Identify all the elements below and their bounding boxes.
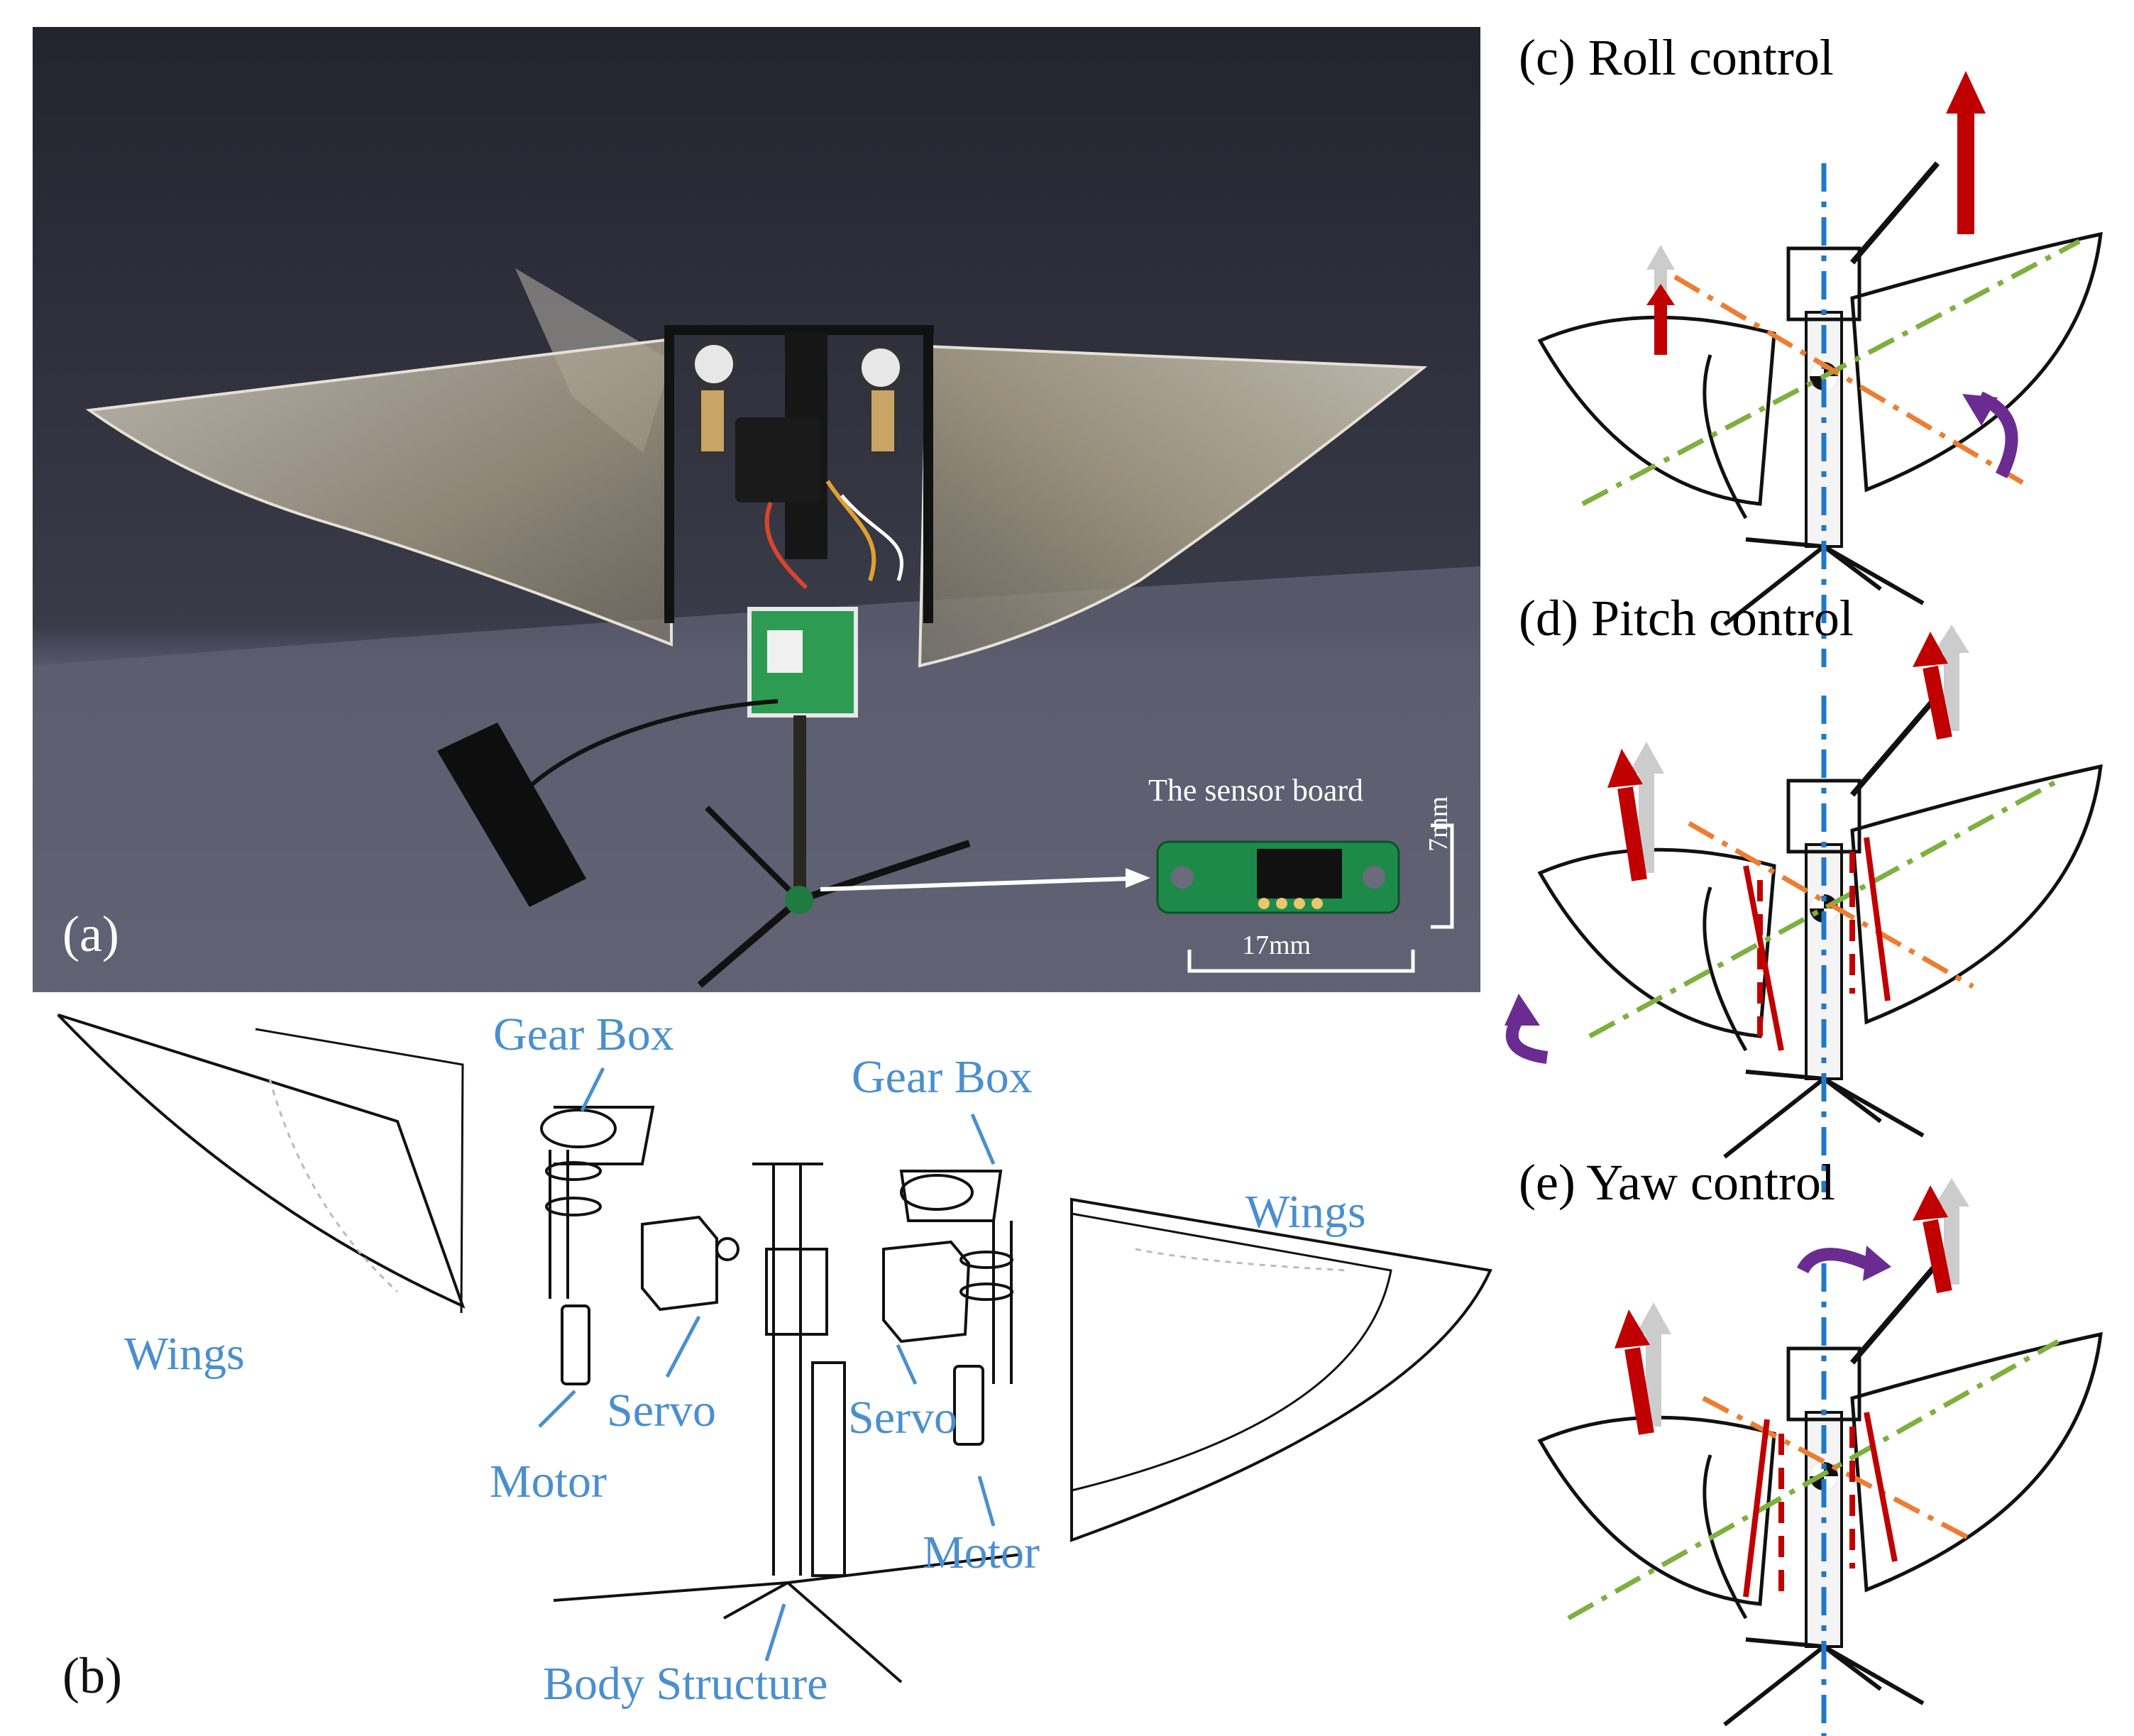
panel-b-label: (b) <box>62 1647 122 1704</box>
left-motor-drawing <box>561 1304 590 1385</box>
gear-box-left-label: Gear Box <box>493 1009 674 1060</box>
left-servo-drawing <box>641 1215 739 1312</box>
servo-right-label: Servo <box>848 1392 957 1444</box>
photo-illustration <box>33 27 1480 992</box>
left-gearbox-drawing <box>540 1106 655 1299</box>
pitch-control-title: (d) Pitch control <box>1519 590 1854 647</box>
right-wing-drawing <box>1070 1197 1492 1542</box>
motor-left-label: Motor <box>490 1456 607 1507</box>
left-wing-drawing <box>57 1013 466 1309</box>
gear-box-right-label: Gear Box <box>852 1051 1033 1103</box>
wings-right-label: Wings <box>1245 1186 1366 1238</box>
yaw-control-diagram <box>1540 1178 2101 1736</box>
panel-a-label: (a) <box>62 906 119 962</box>
right-servo-drawing <box>882 1240 971 1344</box>
right-gearbox-drawing <box>899 1170 1013 1384</box>
roll-control-diagram <box>1540 71 2101 667</box>
body-structure-drawing <box>553 1163 1023 1683</box>
motor-right-label: Motor <box>923 1527 1040 1578</box>
wings-left-label: Wings <box>124 1328 245 1380</box>
photo-panel-a <box>33 27 1480 992</box>
yaw-control-title: (e) Yaw control <box>1519 1154 1835 1211</box>
sensor-width-label: 17mm <box>1242 930 1311 960</box>
roll-control-title: (c) Roll control <box>1519 29 1834 86</box>
servo-left-label: Servo <box>607 1385 716 1436</box>
right-motor-drawing <box>953 1365 984 1446</box>
pitch-control-diagram <box>1505 625 2101 1192</box>
body-structure-label: Body Structure <box>543 1658 828 1710</box>
sensor-board-title: The sensor board <box>1148 773 1364 808</box>
